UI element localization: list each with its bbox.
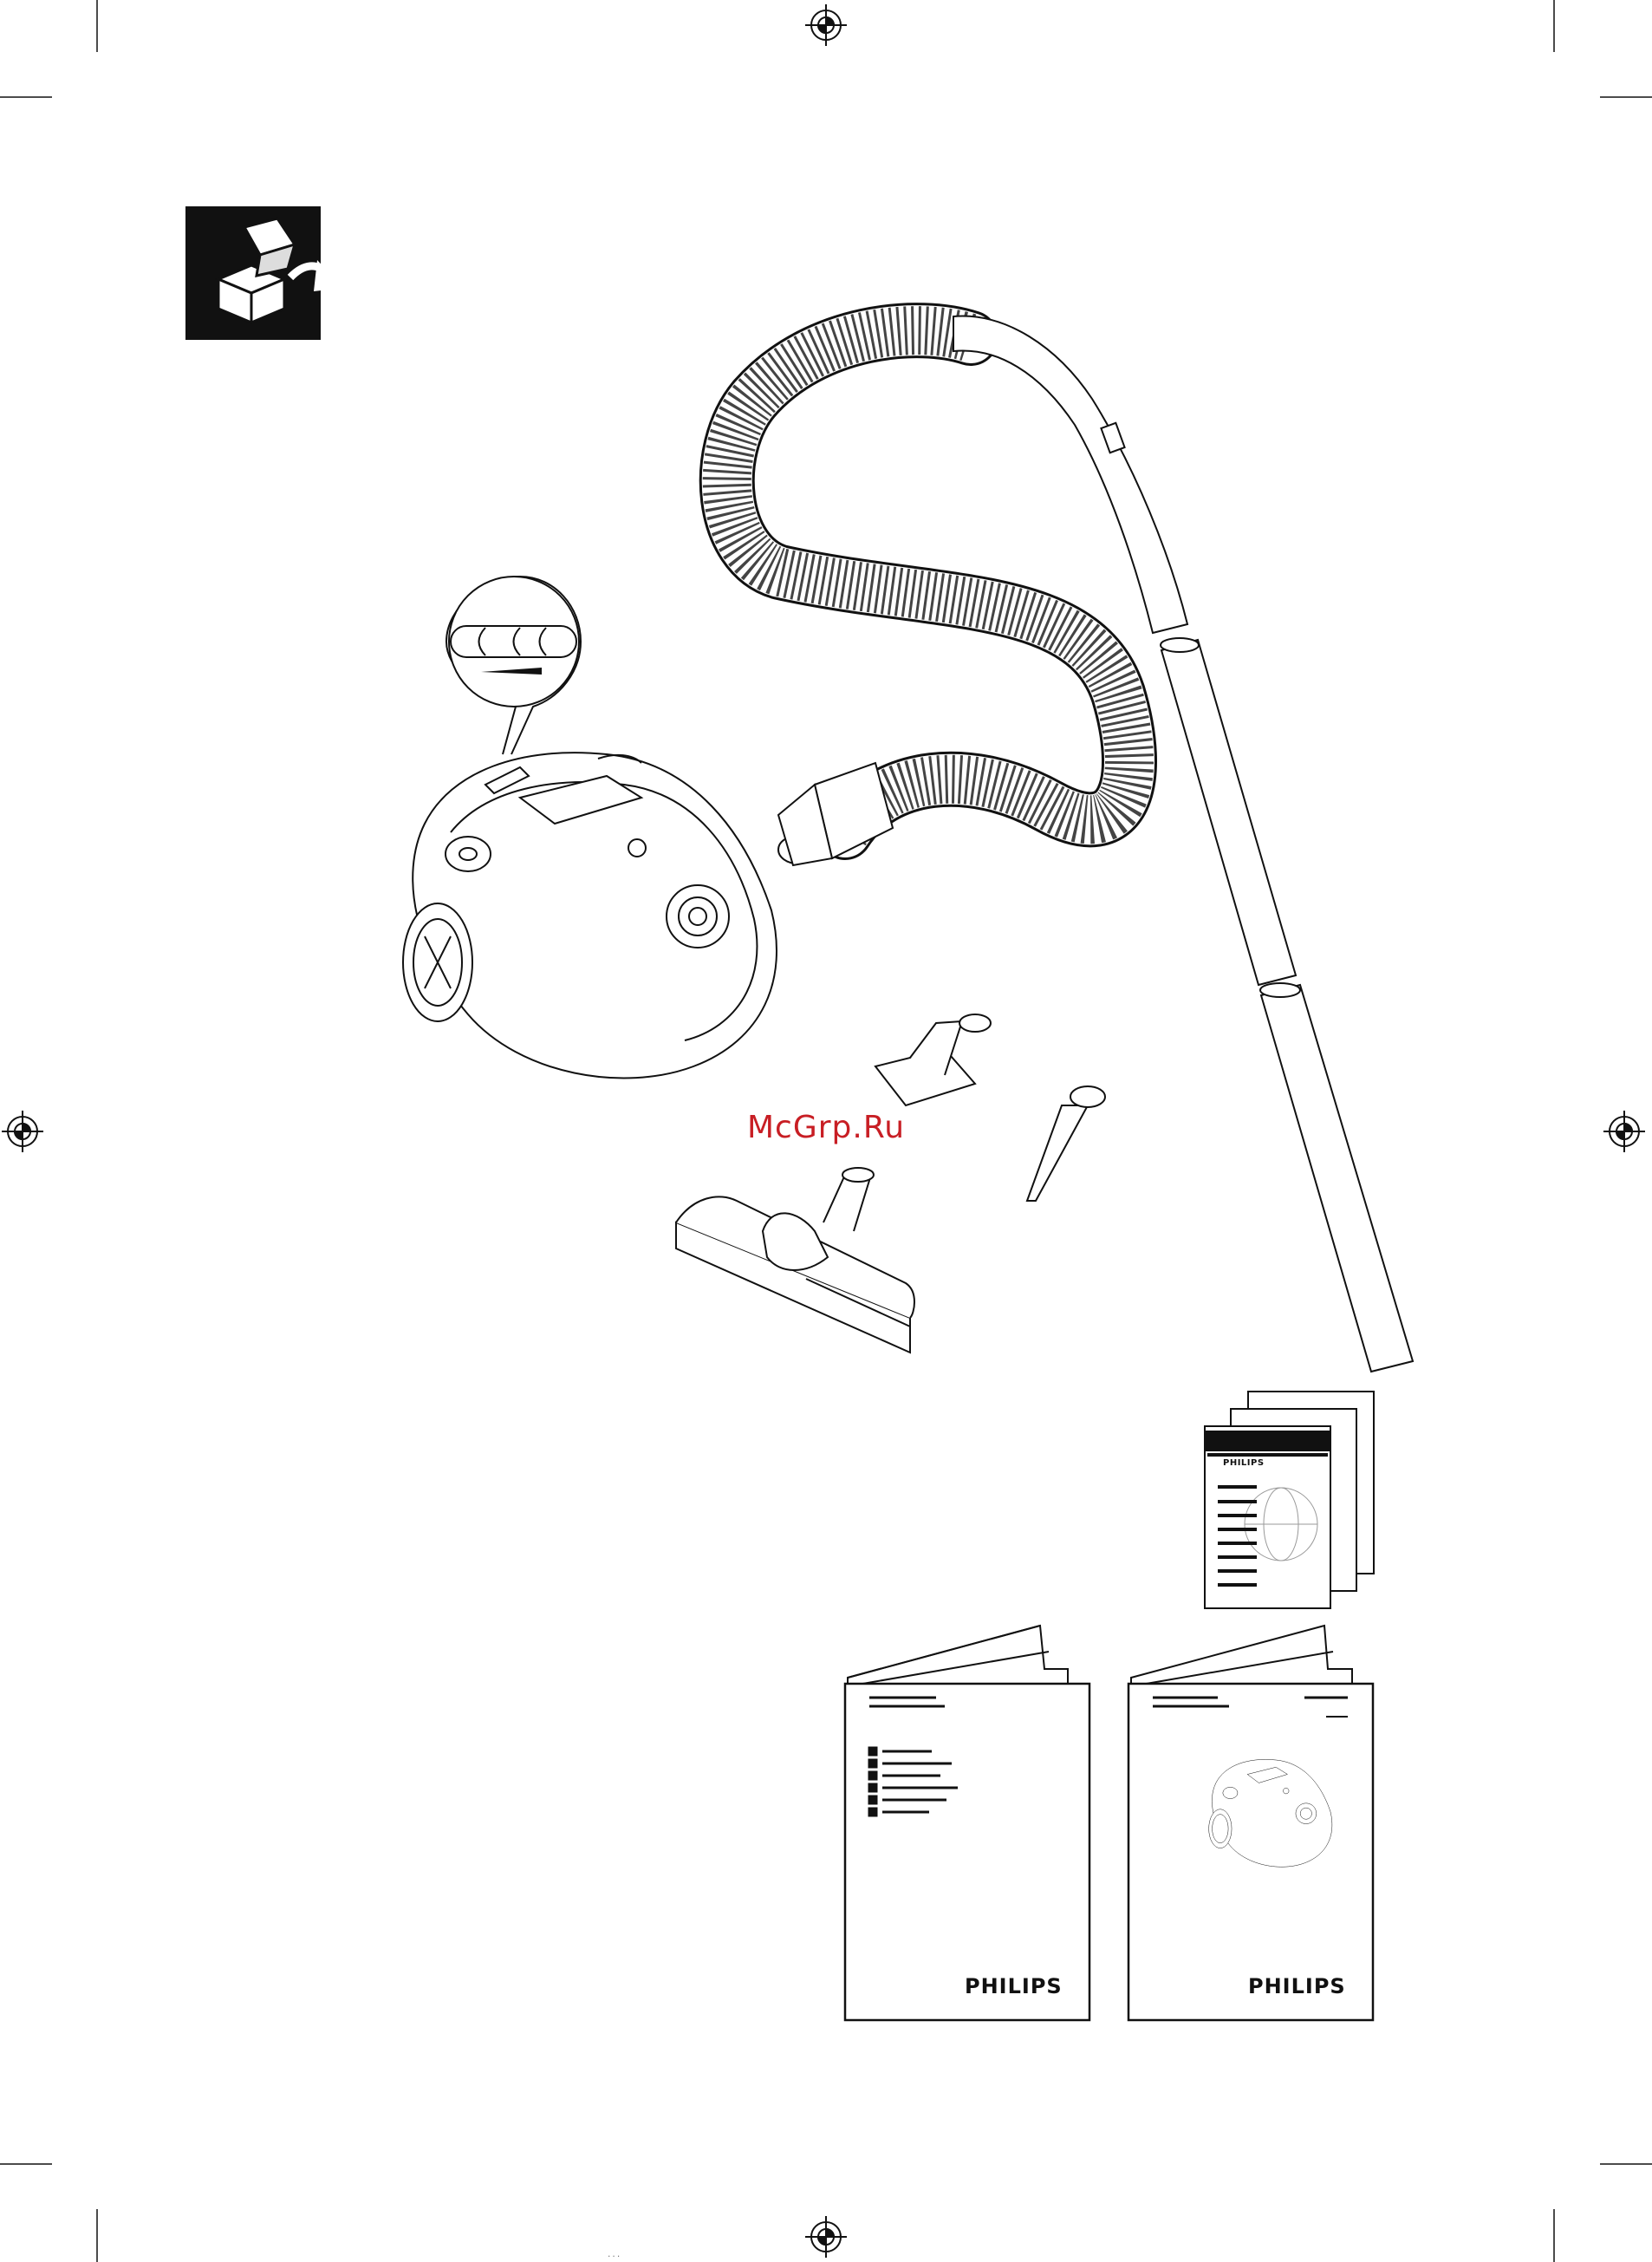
registration-mark-icon — [1603, 1111, 1645, 1152]
extension-tube-lower — [1260, 983, 1413, 1372]
power-control-callout — [446, 577, 581, 754]
vacuum-cleaner-body — [403, 753, 777, 1078]
watermark-text: McGrp.Ru — [747, 1110, 920, 1153]
extension-tube-upper — [1161, 638, 1296, 985]
user-manual-booklet-left — [845, 1626, 1089, 2020]
registration-mark-icon — [805, 4, 847, 46]
registration-mark-icon — [805, 2216, 847, 2258]
booklet-left-brand: PHILIPS — [965, 1974, 1063, 1998]
leaflet-brand: PHILIPS — [1223, 1458, 1265, 1468]
unpack-box-icon — [185, 206, 343, 340]
booklet-right-brand: PHILIPS — [1248, 1974, 1346, 1998]
multilingual-leaflet — [1205, 1392, 1374, 1608]
crevice-tool — [1027, 1086, 1105, 1201]
floor-nozzle — [676, 1168, 914, 1353]
vacuum-hose — [727, 316, 1187, 865]
user-manual-booklet-right — [1128, 1626, 1373, 2020]
registration-mark-icon — [2, 1111, 43, 1152]
upholstery-nozzle — [875, 1014, 991, 1105]
footer-code: ... — [607, 2251, 621, 2259]
